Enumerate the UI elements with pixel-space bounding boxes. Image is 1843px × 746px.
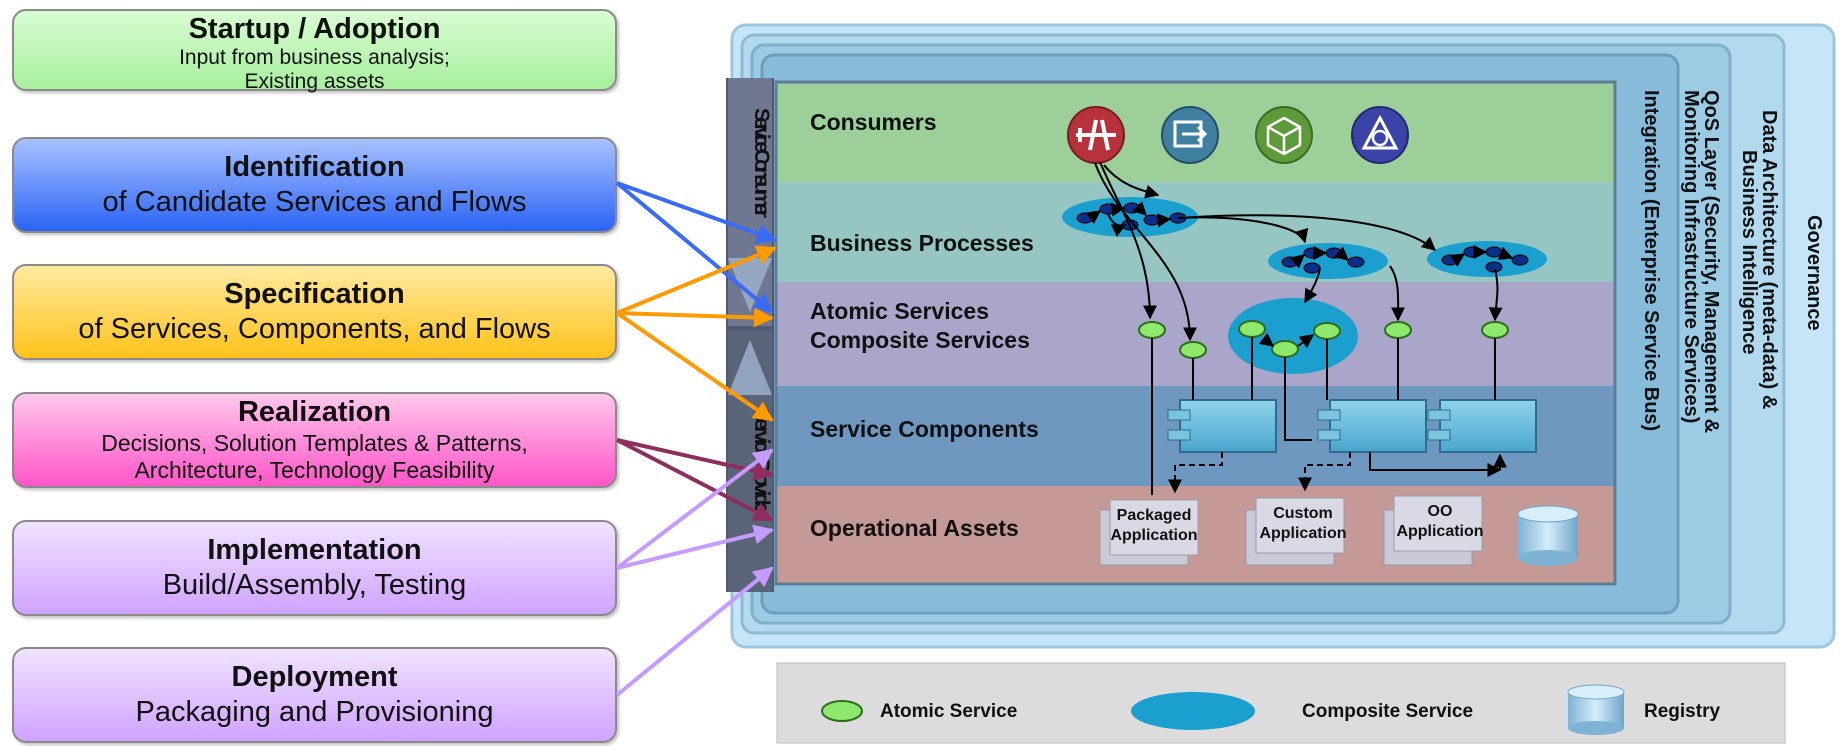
phase-title: Identification	[224, 151, 405, 183]
deployment-arrow	[615, 566, 774, 697]
phase-realization: Realization Decisions, Solution Template…	[12, 392, 617, 488]
phase-line: Decisions, Solution Templates & Patterns…	[101, 430, 528, 456]
specification-arrow-3	[615, 311, 774, 422]
layers-border	[774, 80, 1617, 586]
service-component-2	[1317, 399, 1427, 453]
custom-application: Custom Application	[1245, 497, 1347, 566]
legend: Atomic Service Composite Service Registr…	[776, 662, 1786, 744]
governance-label: Governance	[1803, 215, 1825, 331]
service-consumer-label: Service Consumer	[750, 108, 773, 218]
phase-title: Realization	[237, 396, 392, 428]
phase-specification: Specification of Services, Components, a…	[12, 264, 617, 360]
oo-label-line1: OO	[1428, 503, 1453, 520]
aperture-icon	[1351, 106, 1409, 164]
legend-composite-swatch	[1131, 692, 1255, 730]
integration-label: Integration (Enterprise Service Bus)	[1640, 90, 1662, 431]
legend-registry-swatch	[1567, 684, 1625, 735]
box-arrow-icon	[1161, 106, 1219, 164]
registry-cylinder	[1517, 505, 1579, 566]
service-to-component-lines	[1151, 337, 1507, 495]
atomic-service-4	[1271, 340, 1299, 358]
service-component-1	[1167, 399, 1277, 453]
operational-assets-label: Operational Assets	[810, 515, 1019, 541]
phase-line: Input from business analysis;	[179, 46, 450, 69]
specification-arrow-1	[616, 245, 777, 315]
atomic-service-3	[1238, 320, 1266, 338]
atomic-service-5	[1313, 322, 1341, 340]
qos-label-line1: QoS Layer (Security, Management &	[1700, 90, 1722, 433]
custom-label-line1: Custom	[1273, 505, 1333, 522]
packaged-label-line2: Application	[1110, 527, 1197, 544]
phase-deployment: Deployment Packaging and Provisioning	[12, 647, 617, 743]
data-label-line2: Business Intelligence	[1738, 150, 1760, 355]
atomic-service-7	[1481, 321, 1509, 339]
identification-arrow-1	[616, 181, 777, 244]
atomic-service-2	[1179, 341, 1207, 359]
legend-composite-label: Composite Service	[1302, 701, 1473, 722]
business-processes-label: Business Processes	[810, 230, 1034, 256]
legend-atomic-swatch	[821, 700, 863, 722]
implementation-arrow-1	[615, 448, 774, 570]
legend-atomic-label: Atomic Service	[880, 701, 1017, 722]
component-to-asset-lines	[1168, 452, 1351, 494]
phase-line: of Candidate Services and Flows	[102, 186, 527, 218]
cube-icon	[1255, 106, 1313, 164]
realization-arrow-2	[616, 438, 774, 522]
phase-line: Build/Assembly, Testing	[162, 569, 467, 601]
atomic-services	[1138, 320, 1509, 359]
specification-arrow-2	[616, 307, 774, 328]
data-label-line1: Data Architecture (meta-data) &	[1758, 110, 1780, 409]
phase-line: of Services, Components, and Flows	[78, 313, 551, 345]
phase-identification: Identification of Candidate Services and…	[12, 137, 617, 233]
identification-arrow-2	[615, 181, 774, 314]
packaged-label-line1: Packaged	[1117, 507, 1192, 524]
consumers-label: Consumers	[810, 109, 937, 135]
phase-title: Startup / Adoption	[188, 13, 441, 45]
implementation-arrow-2	[616, 524, 774, 570]
composite-services-label: Composite Services	[810, 327, 1030, 353]
phase-title: Deployment	[231, 661, 398, 693]
atomic-services-label: Atomic Services	[810, 298, 989, 324]
service-components	[1167, 399, 1537, 453]
provider-up-arrow	[728, 340, 772, 395]
composite-process-2	[1268, 243, 1388, 279]
phase-implementation: Implementation Build/Assembly, Testing	[12, 520, 617, 616]
composite-process-3	[1427, 241, 1547, 277]
consumer-flow-arrows	[1094, 161, 1503, 349]
atomic-service-1	[1138, 321, 1166, 339]
packaged-application: Packaged Application	[1099, 499, 1199, 566]
qos-label-line2: Monitoring Infrastructure Services)	[1680, 90, 1702, 423]
composite-service	[1228, 298, 1358, 374]
phase-line: Architecture, Technology Feasibility	[134, 457, 495, 483]
atomic-service-6	[1384, 321, 1412, 339]
consumer-down-arrow	[728, 258, 772, 312]
phase-startup: Startup / Adoption Input from business a…	[12, 9, 617, 93]
service-components-label: Service Components	[810, 416, 1039, 442]
oo-label-line2: Application	[1396, 523, 1483, 540]
phase-line: Packaging and Provisioning	[135, 696, 494, 728]
legend-registry-label: Registry	[1644, 701, 1720, 722]
oo-application: OO Application	[1383, 495, 1484, 566]
phase-title: Implementation	[207, 534, 422, 566]
service-component-3	[1427, 399, 1537, 453]
phase-arrows	[615, 181, 777, 697]
phase-title: Specification	[224, 278, 405, 310]
phase-line: Existing assets	[244, 70, 385, 93]
custom-label-line2: Application	[1259, 525, 1346, 542]
airplane-icon	[1067, 106, 1125, 164]
